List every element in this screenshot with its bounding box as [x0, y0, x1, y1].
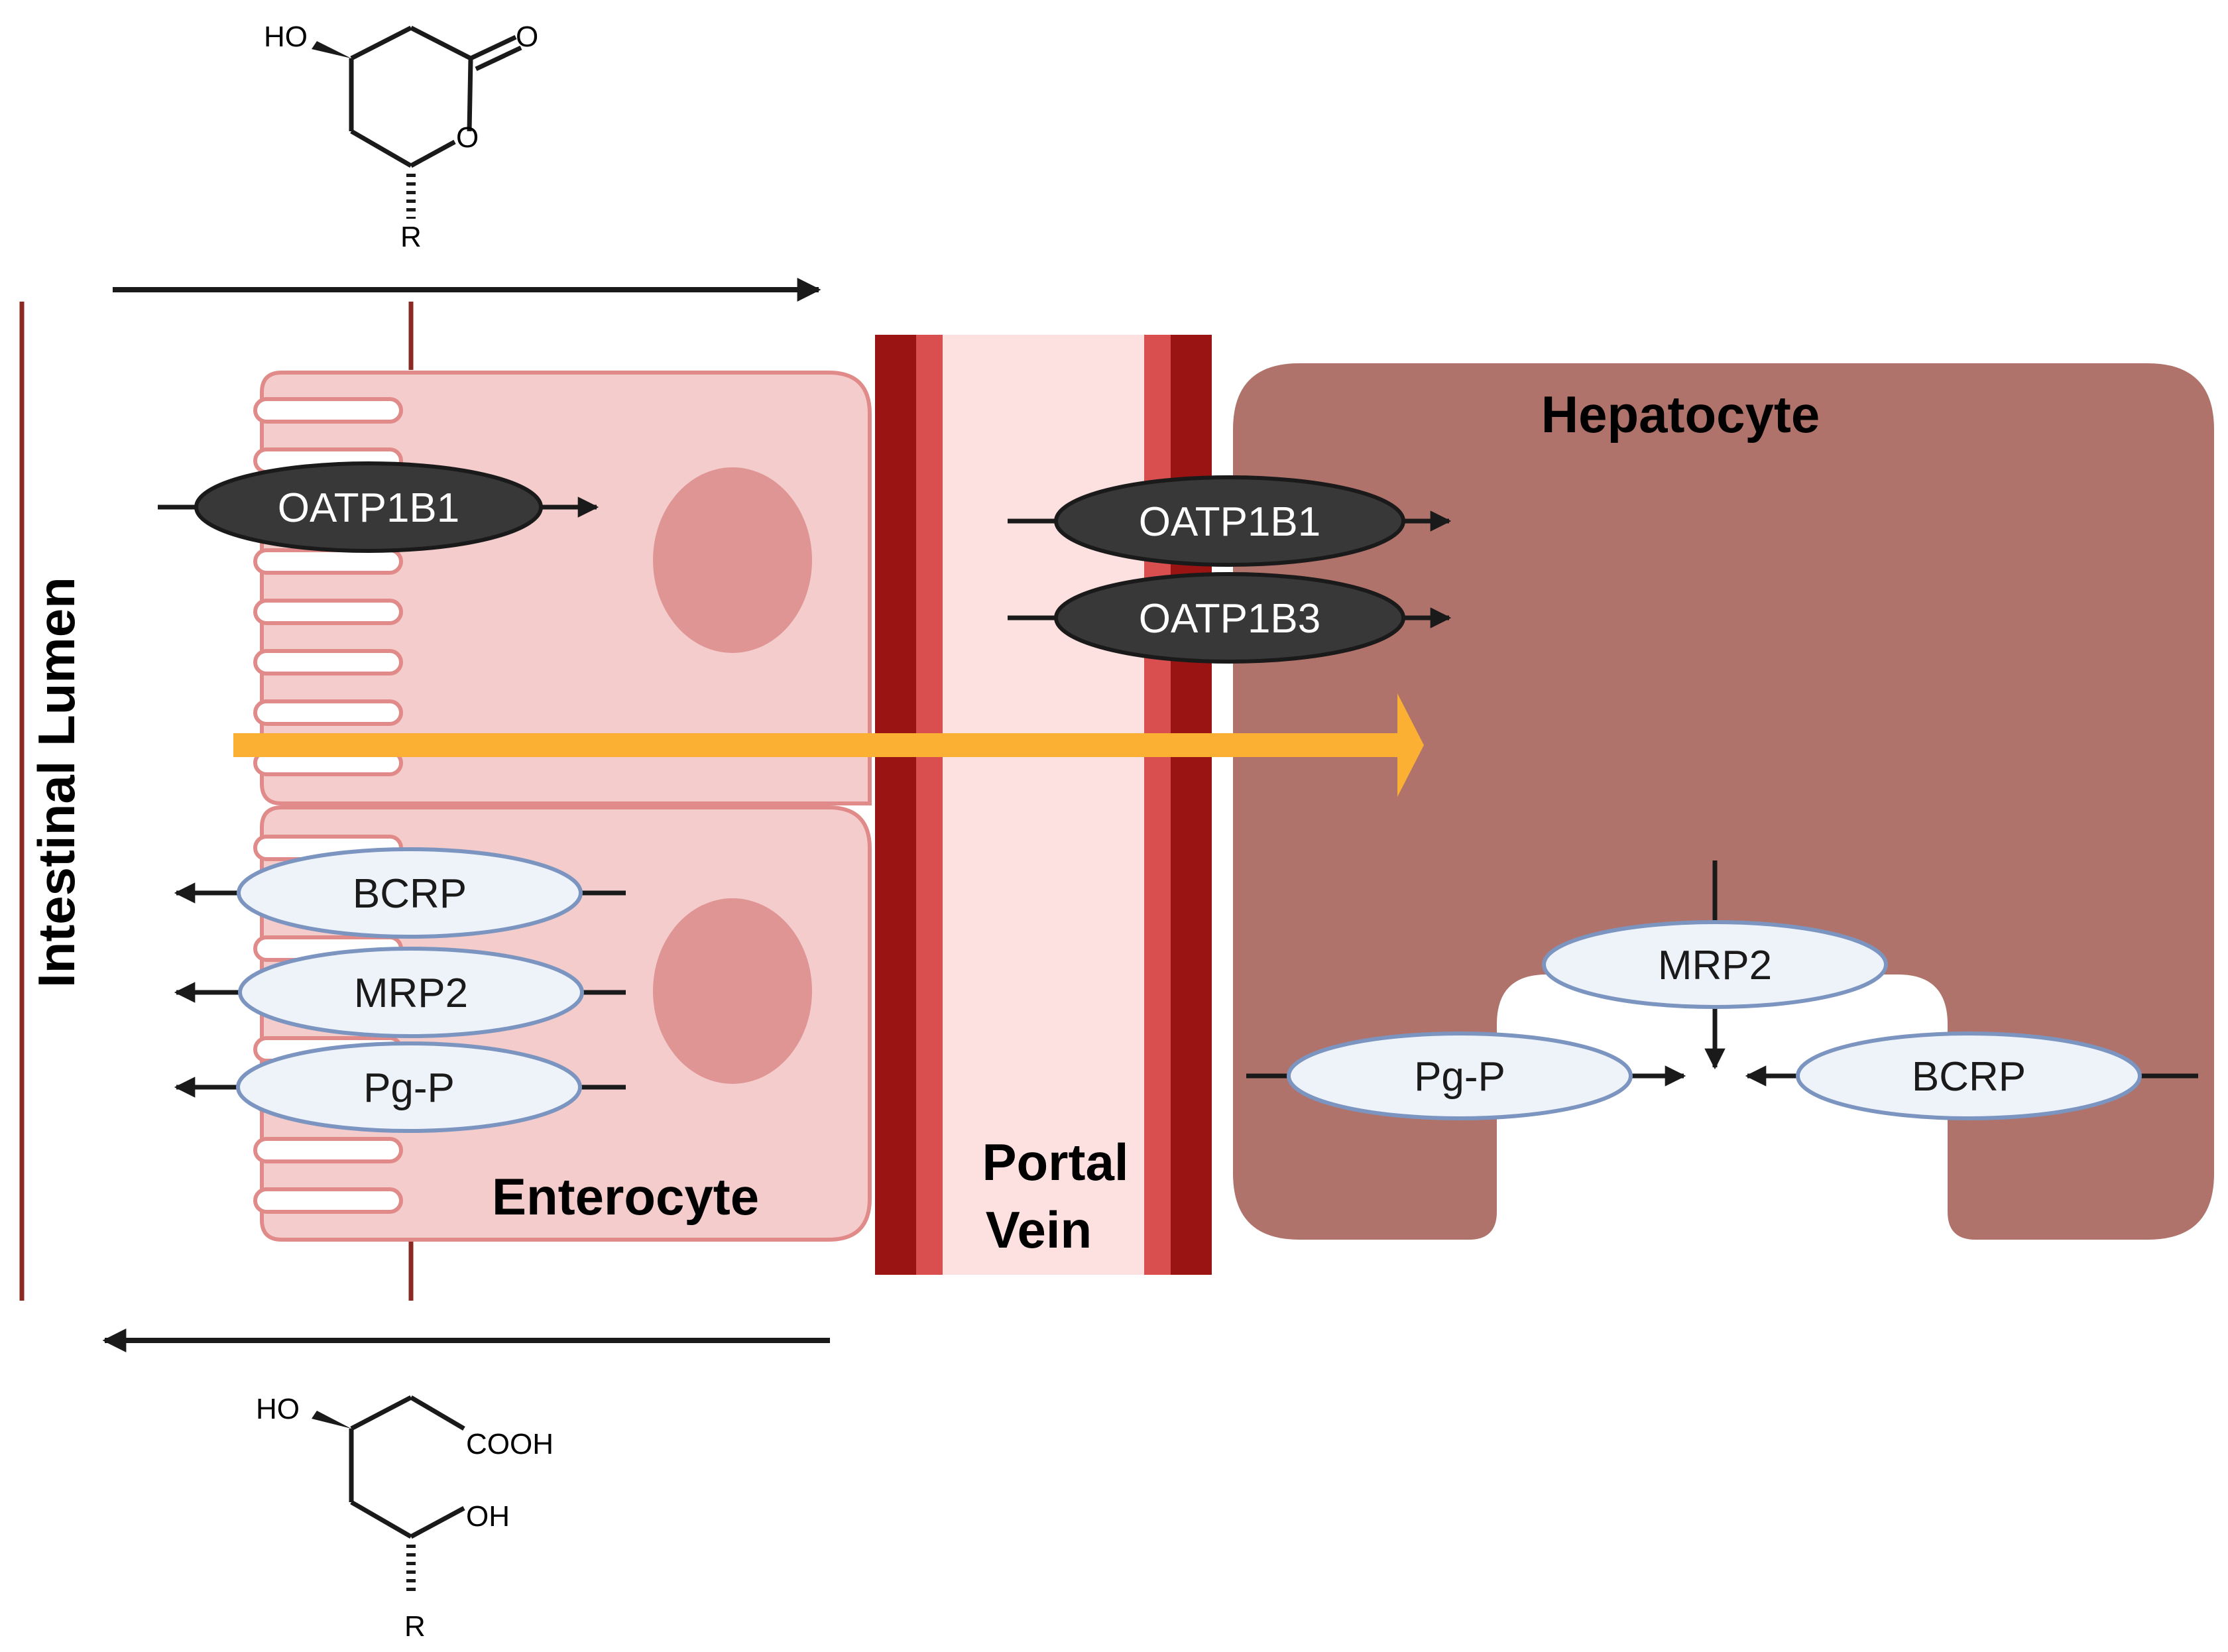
enterocyte-efflux-mrp2: MRP2	[174, 947, 626, 1038]
bond	[475, 45, 522, 72]
bond	[469, 34, 517, 61]
flux-arrow-shaft	[233, 733, 1409, 757]
enterocyte-efflux-pgp: Pg-P	[174, 1041, 626, 1133]
pgp-transporter	[236, 1041, 582, 1133]
microvillus-gap	[253, 1187, 403, 1214]
enterocyte-label: Enterocyte	[492, 1167, 759, 1226]
oatp1b1-label: OATP1B1	[1139, 499, 1321, 545]
hepatocyte-uptake-oatp1b1: OATP1B1	[1008, 475, 1452, 567]
enterocyte-lower-nucleus	[653, 898, 812, 1084]
portal-vein	[875, 335, 1212, 1275]
flux-arrow-head	[1397, 693, 1424, 797]
bond	[410, 1505, 465, 1539]
mrp2-label: MRP2	[354, 971, 468, 1016]
enterocyte-efflux-bcrp: BCRP	[174, 847, 626, 939]
mrp2-transporter	[238, 947, 584, 1038]
lactone-ring-bonds	[410, 139, 456, 168]
pgp-transporter	[1287, 1032, 1633, 1120]
hydroxy-acid-structure	[312, 1395, 465, 1591]
bond	[467, 58, 473, 132]
bcrp-label: BCRP	[353, 871, 467, 917]
bond	[350, 25, 412, 61]
acid-oh: OH	[466, 1500, 510, 1533]
microvillus-gap	[253, 699, 403, 726]
lactone-o-carbonyl: O	[516, 21, 538, 53]
bcrp-transporter	[237, 847, 583, 939]
acid-r: R	[404, 1610, 426, 1643]
oatp1b1-label: OATP1B1	[278, 485, 460, 531]
oatp1b1-transporter	[1054, 475, 1405, 567]
vein-wall-right-inner	[1144, 335, 1171, 1275]
lactone-o-ring: O	[456, 121, 479, 154]
bcrp-transporter	[1796, 1032, 2142, 1120]
wedge-bond	[312, 1411, 351, 1429]
microvillus-gap	[253, 649, 403, 676]
pgp-label: Pg-P	[1414, 1054, 1505, 1100]
lactone-r: R	[400, 221, 422, 253]
hepatocyte-label: Hepatocyte	[1541, 385, 1820, 443]
microvillus-gap	[253, 397, 403, 424]
mrp2-label: MRP2	[1658, 943, 1772, 988]
portal-label: Portal	[982, 1133, 1128, 1191]
oatp1b1-transporter	[194, 461, 543, 553]
acid-ho: HO	[256, 1393, 300, 1425]
enterocyte-upper-nucleus	[653, 467, 812, 653]
bond	[410, 25, 472, 61]
acid-cooh: COOH	[466, 1428, 554, 1460]
oral-absorption-flux-arrow	[233, 693, 1424, 797]
canalicular-pgp: Pg-P	[1246, 1032, 1686, 1120]
hepatocyte-cell	[1233, 363, 2214, 1240]
vein-wall-left-outer	[875, 335, 916, 1275]
bcrp-label: BCRP	[1912, 1054, 2026, 1100]
lactone-ho: HO	[264, 21, 308, 53]
hepatocyte-uptake-oatp1b3: OATP1B3	[1008, 572, 1452, 664]
enterocyte-uptake-oatp1b1: OATP1B1	[158, 461, 599, 553]
pgp-label: Pg-P	[363, 1065, 455, 1111]
microvillus-gap	[253, 1137, 403, 1163]
bond	[350, 1395, 412, 1431]
wedge-bond	[312, 41, 351, 58]
bond	[350, 1500, 412, 1539]
microvillus-gap	[253, 548, 403, 575]
intestinal-lumen-label: Intestinal Lumen	[27, 577, 86, 988]
bond	[410, 1395, 465, 1431]
bond	[410, 139, 456, 168]
bond	[350, 129, 412, 168]
vein-wall-left-inner	[916, 335, 943, 1275]
lactone-structure	[312, 25, 522, 219]
mrp2-transporter	[1542, 920, 1888, 1009]
oatp1b3-label: OATP1B3	[1139, 596, 1321, 642]
canalicular-mrp2: MRP2	[1542, 860, 1888, 1070]
microvillus-gap	[253, 599, 403, 625]
canalicular-bcrp: BCRP	[1745, 1032, 2198, 1120]
oatp1b3-transporter	[1054, 572, 1405, 664]
vein-label: Vein	[986, 1201, 1092, 1259]
